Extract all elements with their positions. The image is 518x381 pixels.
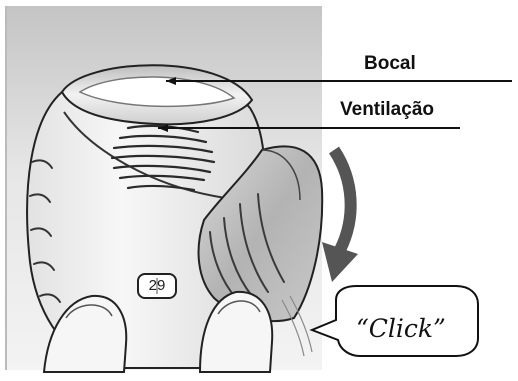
click-sound-text: “Click” [356, 316, 446, 341]
dose-counter-value: 29 [140, 278, 174, 293]
vent-label: Ventilação [340, 100, 434, 119]
curved-arrow-down-icon [322, 150, 358, 282]
mouthpiece-label: Bocal [364, 54, 416, 73]
